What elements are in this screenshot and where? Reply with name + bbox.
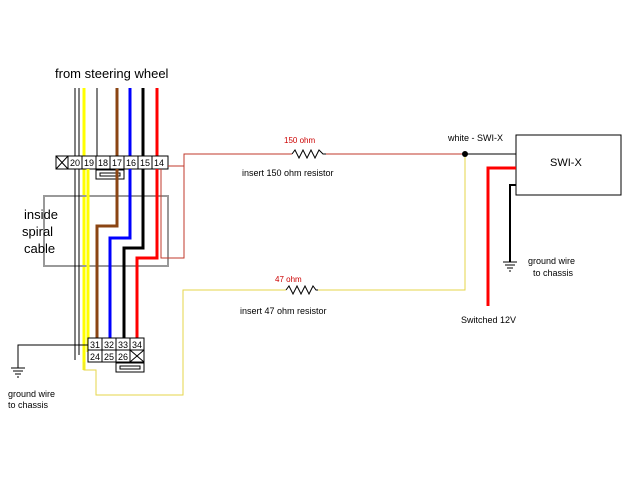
inside-label-2: spiral: [22, 224, 53, 239]
inside-label-3: cable: [24, 241, 55, 256]
r150-value-label: 150 ohm: [284, 136, 315, 145]
ground-left-label-1: ground wire: [8, 389, 55, 399]
right-ground: ground wire to chassis: [503, 184, 575, 278]
ground-right-label-2: to chassis: [533, 268, 574, 278]
r47-note-label: insert 47 ohm resistor: [240, 306, 327, 316]
spiral-wires: [74, 169, 159, 358]
diagram-title: from steering wheel: [55, 66, 169, 81]
resistor-47-ohm: [285, 284, 318, 296]
swi-x-label: SWI-X: [550, 157, 582, 169]
connector-top: 20 19 18 17 16 15 14: [55, 155, 169, 180]
power-wire: [486, 166, 516, 306]
pin-18: 18: [98, 158, 108, 168]
resistor-150-ohm: [291, 148, 326, 160]
yellow-signal-wire: [83, 289, 286, 396]
inside-label-1: inside: [24, 207, 58, 222]
pin-16: 16: [126, 158, 136, 168]
swi-x-module: [515, 134, 622, 196]
pin-17: 17: [112, 158, 122, 168]
pin-26: 26: [118, 352, 128, 362]
ground-right-label-1: ground wire: [528, 256, 575, 266]
pin-15: 15: [140, 158, 150, 168]
yellow-to-node-wire: [318, 154, 466, 291]
spiral-cable-box: [43, 195, 169, 267]
pin-20: 20: [70, 158, 80, 168]
pin-33: 33: [118, 340, 128, 350]
switched-12v-label: Switched 12V: [461, 315, 516, 325]
r47-value-label: 47 ohm: [275, 275, 302, 284]
pin-31: 31: [90, 340, 100, 350]
pin-19: 19: [84, 158, 94, 168]
white-swi-label: white - SWI-X: [447, 133, 503, 143]
connector-bottom: 31 32 33 34 24 25 26: [87, 337, 145, 373]
red-loop-wire: [160, 166, 185, 259]
pin-32: 32: [104, 340, 114, 350]
pin-24: 24: [90, 352, 100, 362]
red-signal-wire: [168, 153, 292, 167]
pin-14: 14: [154, 158, 164, 168]
ground-left-label-2: to chassis: [8, 400, 49, 410]
pin-25: 25: [104, 352, 114, 362]
pin-34: 34: [132, 340, 142, 350]
left-ground: ground wire to chassis: [8, 344, 88, 410]
r150-note-label: insert 150 ohm resistor: [242, 168, 334, 178]
